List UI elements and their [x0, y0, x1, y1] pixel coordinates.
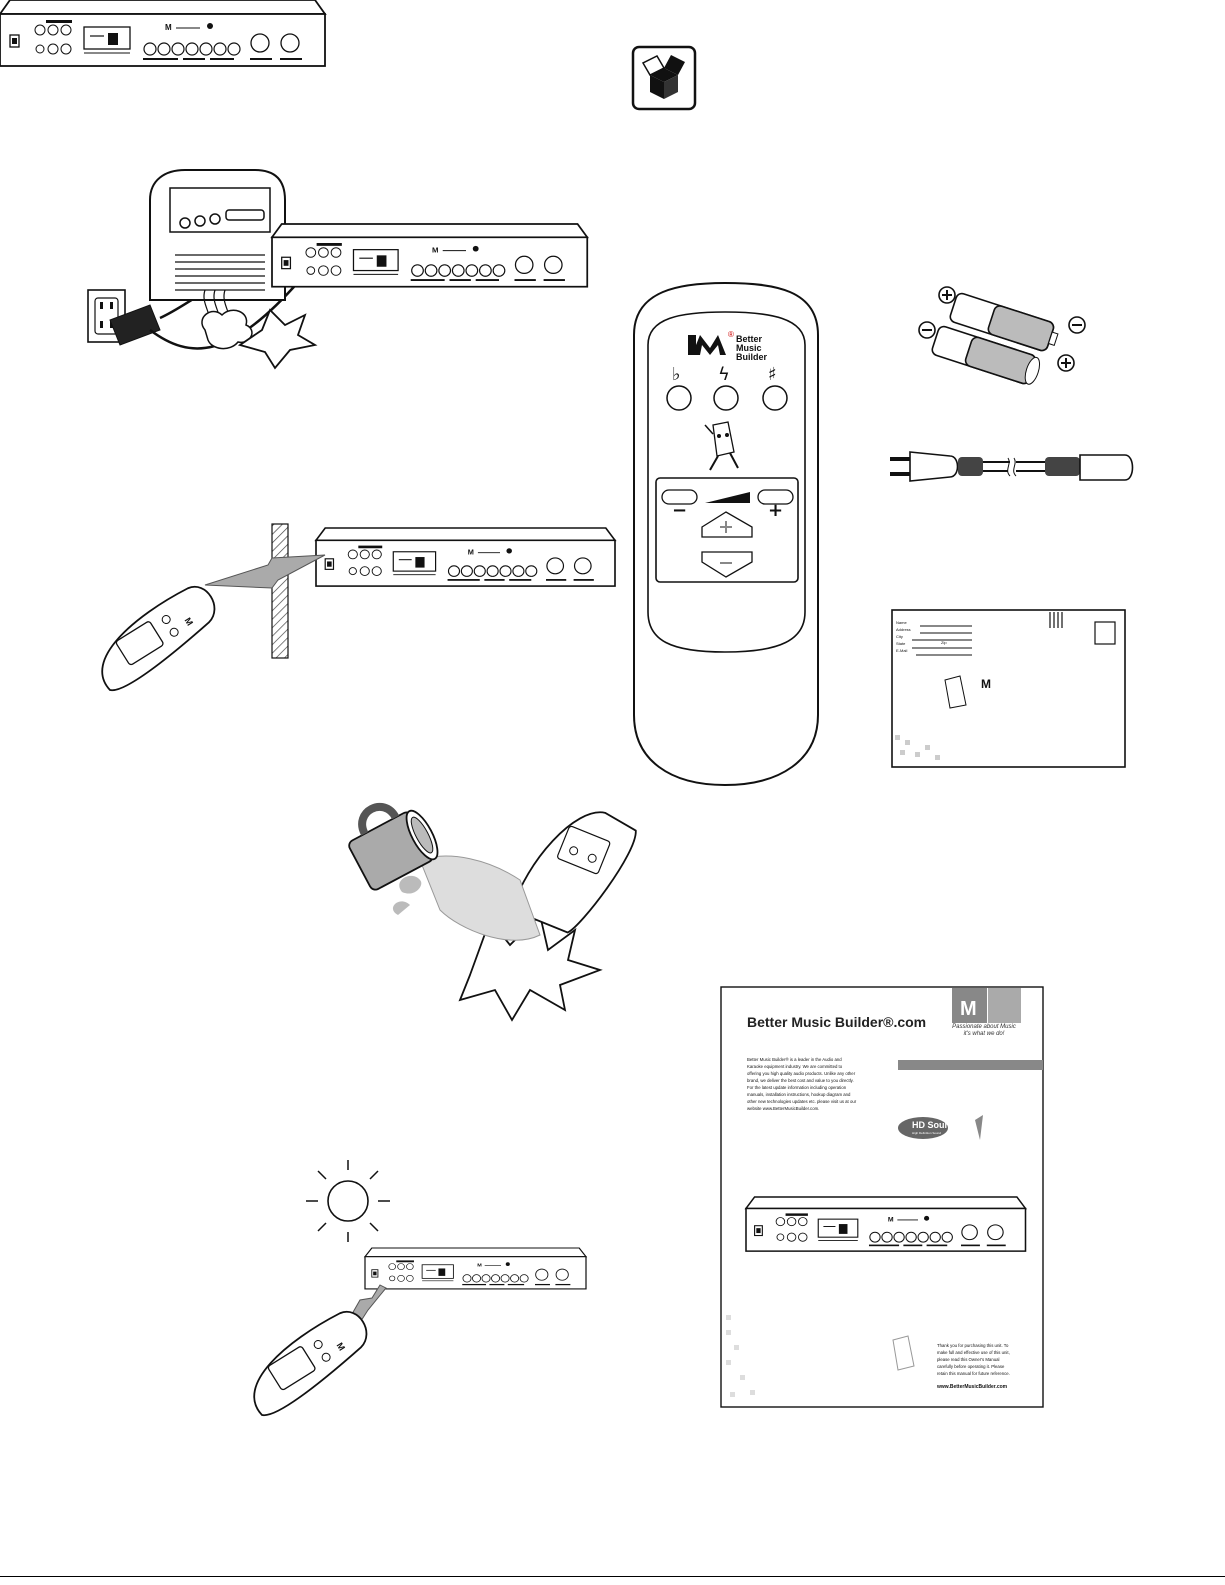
volume-ramp-icon — [705, 492, 750, 503]
body-line: For the latest update information includ… — [747, 1085, 847, 1090]
brand-line-3: Builder — [736, 352, 768, 362]
sunlight-warning-illustration: M — [253, 1160, 587, 1417]
liquid-warning-illustration — [348, 803, 637, 1022]
tagline-line-1: Passionate about Music — [952, 1024, 1016, 1030]
thanks-line: Thank you for purchasing this unit. To — [937, 1343, 1009, 1348]
svg-text:M: M — [165, 23, 172, 32]
remote-logo: ® — [688, 330, 734, 355]
body-line: manuals, installation instructions, hook… — [747, 1092, 851, 1097]
remote-brand-text: Better Music Builder — [736, 335, 767, 362]
card-field-state: State — [896, 641, 906, 646]
heater-warning-illustration — [87, 169, 318, 370]
owners-manual-brochure: M — [720, 986, 1044, 1408]
body-line: other new technologies updates etc. plea… — [747, 1099, 857, 1104]
svg-text:®: ® — [728, 330, 734, 339]
page-bottom-rule — [0, 1576, 1225, 1577]
svg-text:M: M — [960, 998, 977, 1020]
natural-key-button[interactable] — [713, 385, 739, 411]
registration-card: M — [891, 609, 1126, 768]
power-cord-illustration — [890, 451, 1134, 482]
thanks-line: carefully before operating it. Please — [937, 1364, 1005, 1369]
tagline-line-2: it's what we do! — [963, 1031, 1005, 1037]
card-field-email: E-Mail — [896, 648, 908, 653]
hd-sound-subtitle: High Definition Sound — [912, 1131, 942, 1135]
natural-key-label: ϟ — [718, 364, 730, 385]
body-line: brand, we deliver the best cost and valu… — [747, 1078, 854, 1083]
mascot-figure — [704, 421, 739, 471]
thanks-line: make full and effective use of this unit… — [937, 1350, 1010, 1355]
flat-key-button[interactable] — [666, 385, 692, 411]
open-box-icon — [631, 45, 697, 111]
amplifier-unit: M — [0, 0, 327, 67]
plus-label: + — [768, 500, 784, 521]
thanks-line: retain this manual for future reference. — [937, 1371, 1010, 1376]
volume-up-button[interactable] — [757, 489, 794, 505]
body-line: offering you high quality audio products… — [747, 1071, 856, 1076]
remote-control: ® — [633, 281, 819, 787]
brand-line-2: Music — [736, 343, 762, 353]
card-fields: Name Address City State E-Mail — [896, 619, 911, 654]
volume-down-button[interactable] — [661, 489, 698, 505]
brochure-tagline: Passionate about Music it's what we do! — [946, 1024, 1022, 1038]
thanks-line: please read this Owner's Manual — [937, 1357, 1000, 1362]
card-field-name: Name — [896, 620, 907, 625]
brand-line-1: Better — [736, 334, 763, 344]
brochure-thanks: Thank you for purchasing this unit. To m… — [937, 1342, 1037, 1377]
flat-key-label: ♭ — [672, 364, 681, 385]
sharp-key-label: ♯ — [768, 364, 777, 385]
brochure-body: Better Music Builder® is a leader in the… — [747, 1056, 897, 1112]
batteries-illustration — [918, 286, 1086, 385]
svg-text:M: M — [183, 616, 195, 628]
body-line: Better Music Builder® is a leader in the… — [747, 1057, 842, 1062]
hd-sound-logo: HD Sound — [912, 1120, 956, 1130]
brochure-website: www.BetterMusicBuilder.com — [937, 1384, 1008, 1390]
sharp-key-button[interactable] — [762, 385, 788, 411]
card-field-city: City — [896, 634, 903, 639]
body-line: website www.BetterMusicBuilder.com. — [747, 1106, 820, 1111]
card-field-address: Address — [896, 627, 911, 632]
body-line: Karaoke equipment industry. We are commi… — [747, 1064, 843, 1069]
down-arrow-button[interactable] — [701, 551, 753, 578]
svg-text:M: M — [981, 677, 991, 691]
svg-text:M: M — [335, 1341, 347, 1353]
obstruction-warning-illustration: M — [101, 523, 616, 692]
card-field-zip: Zip — [941, 640, 947, 645]
minus-label: − — [672, 500, 688, 521]
brochure-title: Better Music Builder®.com — [747, 1014, 927, 1030]
